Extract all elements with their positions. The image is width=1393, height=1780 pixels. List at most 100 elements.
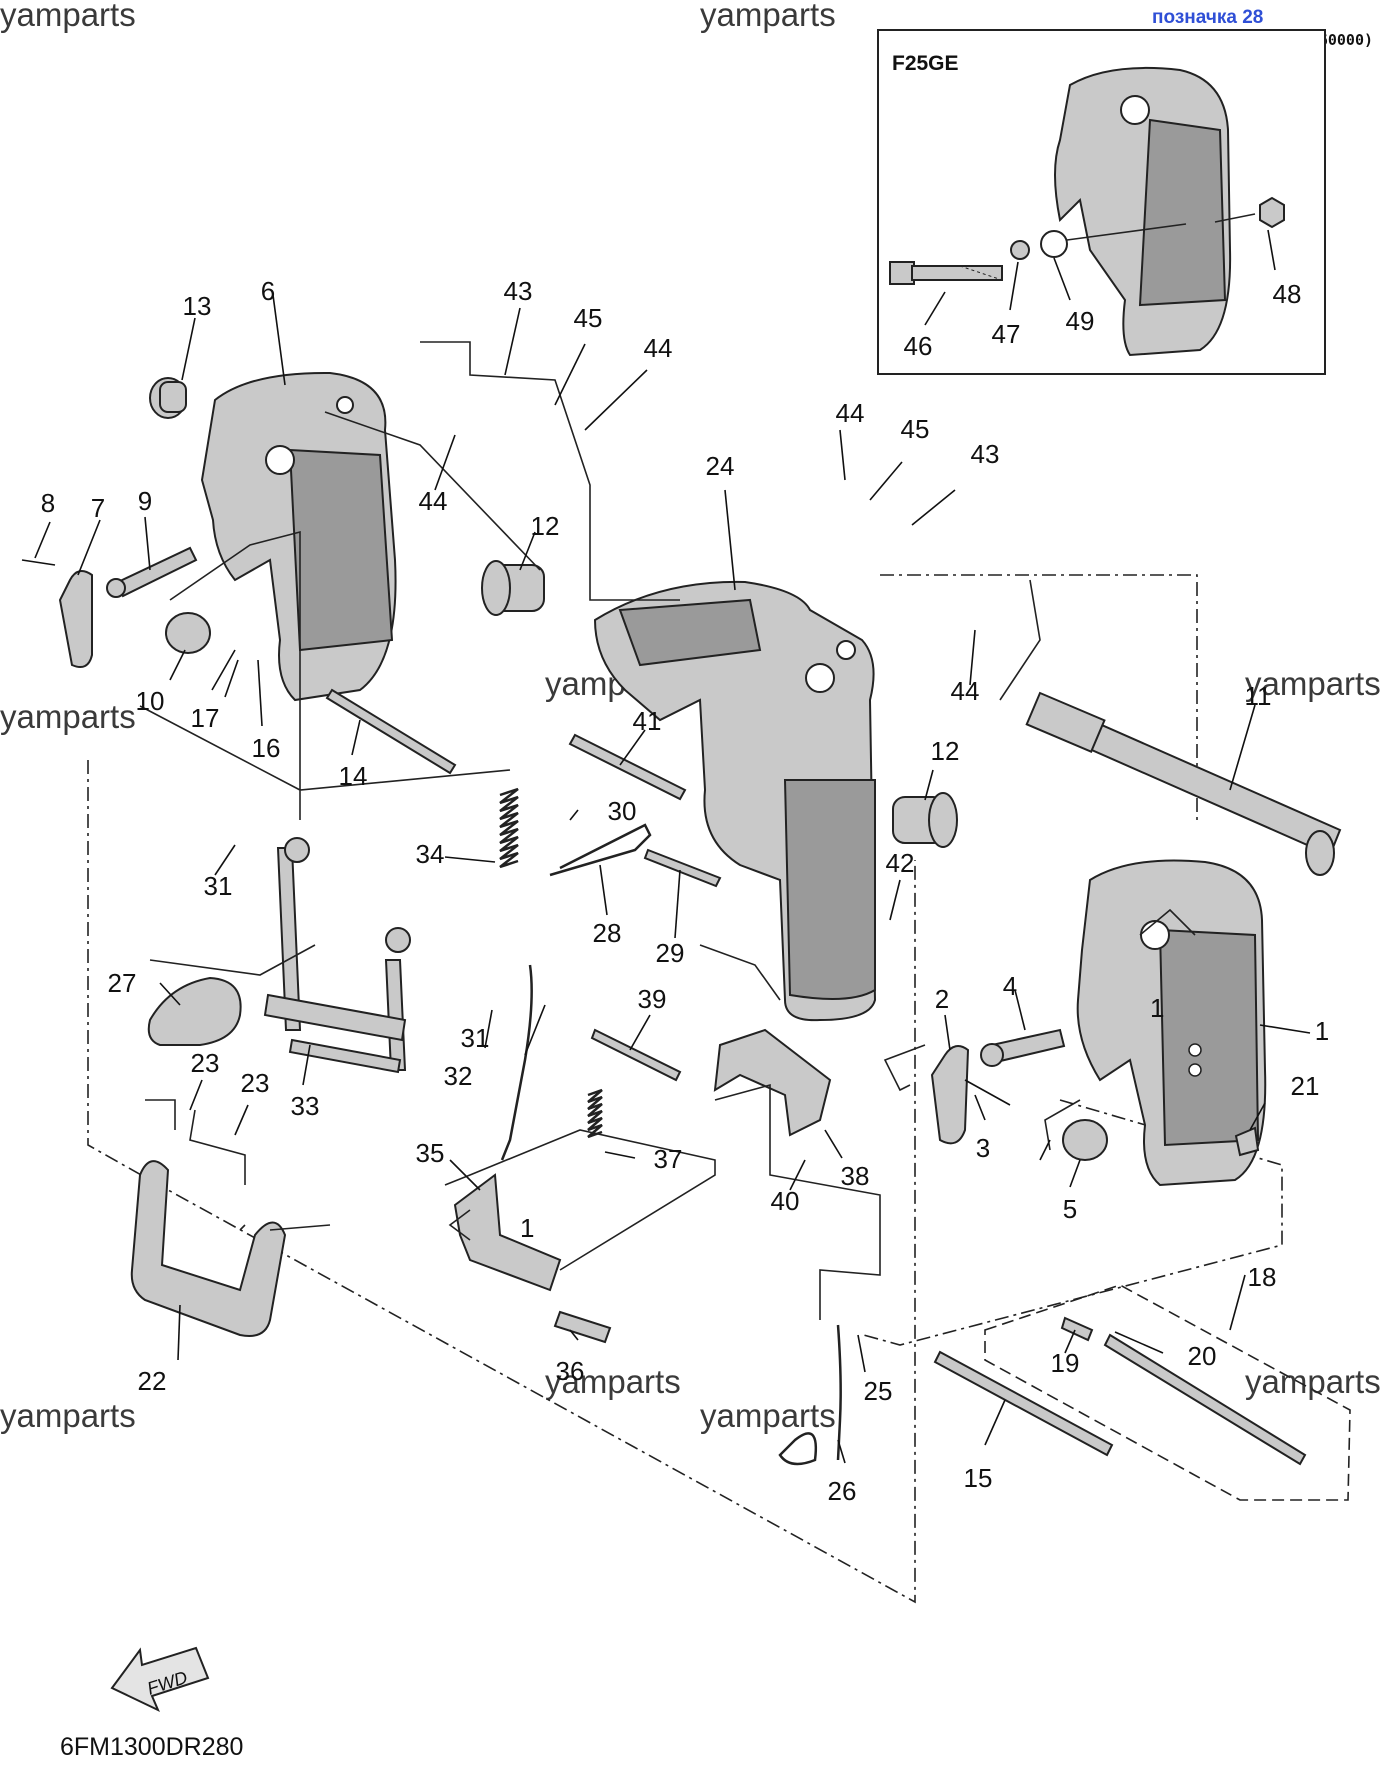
callout: 3 [976,1133,990,1163]
callout: 35 [416,1138,445,1168]
callout: 34 [416,839,445,869]
callout: 12 [931,736,960,766]
part-set-18 [984,1284,1351,1501]
callout: 23 [241,1068,270,1098]
cable-26 [836,1324,842,1461]
callout: 11 [1245,681,1272,711]
callout: 7 [91,493,105,523]
pin-36 [553,1310,612,1344]
inset-label: 47 [992,319,1021,349]
callout: 14 [339,761,368,791]
callout: 44 [419,486,448,516]
callout: 8 [41,488,55,518]
callout: 22 [138,1366,167,1396]
callout: 25 [864,1376,893,1406]
diagram-code: 6FM1300DR280 [60,1733,243,1761]
rod-14 [325,688,457,775]
callout: 5 [1063,1194,1077,1224]
tilt-tube-11 [1025,691,1342,876]
clip-26 [778,1432,818,1466]
callout: 27 [108,968,137,998]
watermark: yamparts [700,1397,836,1434]
callout: 21 [1291,1071,1320,1101]
grease-nipple-21 [1234,1126,1260,1157]
watermark: yamparts [700,0,836,33]
callout: 28 [593,918,622,948]
callout: 43 [971,439,1000,469]
rod-29 [643,848,722,888]
page-badge: позначка 28 [1152,7,1263,28]
rod-15 [933,1350,1114,1457]
callout: 4 [1003,971,1017,1001]
rod-32 [500,964,533,1161]
callout: 37 [654,1144,683,1174]
callout: 1 [1315,1016,1329,1046]
lever-2 [930,1045,970,1145]
callout: 41 [633,706,662,736]
watermark: yamparts [0,698,136,735]
callout: 15 [964,1463,993,1493]
inset-label: 46 [904,331,933,361]
callout: 32 [444,1061,473,1091]
callout: 33 [291,1091,320,1121]
callout: 39 [638,984,667,1014]
bracket-35 [453,1173,562,1292]
callout: 45 [901,414,930,444]
watermark: yamparts [0,0,136,33]
callout: 36 [556,1356,585,1386]
callout: 31 [204,871,233,901]
callout: 17 [191,703,220,733]
knob-27 [147,976,242,1046]
rod-39 [590,1028,682,1082]
watermark: yamparts [1245,665,1381,702]
watermark: yamparts [1245,1363,1381,1400]
fwd-arrow-icon: FWD [110,1646,210,1713]
callout: 6 [261,276,275,306]
leader-lines [34,294,1311,1464]
callout: 13 [183,291,212,321]
callout: 29 [656,938,685,968]
callout: 43 [504,276,533,306]
tilt-handle-22 [130,1160,287,1337]
callout: 26 [828,1476,857,1506]
callout: 30 [608,796,637,826]
bushing-5 [1062,1119,1108,1161]
callout: 20 [1188,1341,1217,1371]
bracket-38 [713,1028,832,1137]
callout: 23 [191,1048,220,1078]
bushing-10 [165,612,211,654]
callout-labels: 1 2 3 4 5 6 7 8 9 10 11 12 12 13 14 15 1… [41,276,1329,1506]
rod-41 [568,733,687,801]
bolt-9 [116,546,198,598]
callout: 45 [574,303,603,333]
bushing-12-upper [481,560,545,616]
swivel-bracket [593,580,877,1022]
rod-20 [1103,1333,1307,1466]
wire-28 [549,823,652,877]
callout: 16 [252,733,281,763]
clamp-bracket-port [200,371,397,702]
inset-label: 48 [1273,279,1302,309]
callout: 2 [935,984,949,1014]
tilt-stop-lever-33 [263,837,411,1074]
watermark: yamparts [0,1397,136,1434]
pin-19 [1060,1316,1094,1342]
lever-7 [58,570,93,668]
callout: 38 [841,1161,870,1191]
inset-f25ge: F25GE 46 47 49 48 [877,29,1326,375]
callout: 42 [886,848,915,878]
inset-label: 49 [1066,306,1095,336]
callout: 10 [136,686,165,716]
spring-34 [499,787,519,869]
watermark: yamparts [545,1363,681,1400]
callout: 44 [836,398,865,428]
spring-37 [587,1088,603,1139]
callout: 44 [951,676,980,706]
bushing-12-lower [892,792,958,848]
callout: 19 [1051,1348,1080,1378]
callout: 40 [771,1186,800,1216]
callout: 31 [461,1023,490,1053]
reference-letter: 1 [520,1213,534,1243]
reference-letter: 1 [1150,993,1164,1023]
callout: 9 [138,486,152,516]
